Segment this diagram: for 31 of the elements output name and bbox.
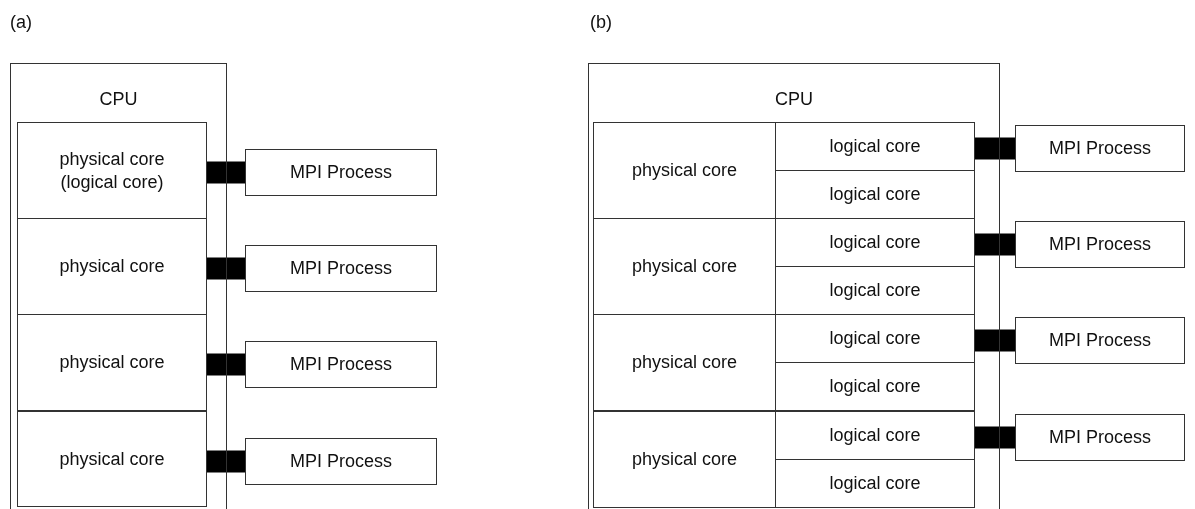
core-cell: logical core <box>775 459 975 508</box>
connector-bar <box>975 329 1015 352</box>
connector-bar <box>975 233 1015 256</box>
connector-bar <box>975 426 1015 449</box>
connector-bar <box>207 450 245 473</box>
connector-bar <box>975 137 1015 160</box>
core-cell: logical core <box>775 411 975 460</box>
core-cell: physical core <box>593 411 776 508</box>
process-box: MPI Process <box>1015 125 1185 172</box>
cpu-frame: CPU physical core logical core logical core physical core logical core logical core physical core logical core logical core physical core logical core logical core <box>588 63 1000 509</box>
connector-bar <box>207 161 245 184</box>
core-cell: logical core <box>775 362 975 411</box>
process-box: MPI Process <box>1015 221 1185 268</box>
process-box: MPI Process <box>245 438 437 485</box>
process-box: MPI Process <box>245 245 437 292</box>
connector-bar <box>207 353 245 376</box>
process-box: MPI Process <box>245 341 437 388</box>
core-cell: physical core (logical core) <box>17 122 207 219</box>
core-cell: physical core <box>593 314 776 411</box>
cpu-frame: CPU physical core (logical core) physical core physical core physical core <box>10 63 227 509</box>
process-box: MPI Process <box>1015 317 1185 364</box>
core-cell: physical core <box>17 314 207 411</box>
core-cell: physical core <box>17 218 207 315</box>
connector-bar <box>207 257 245 280</box>
panel-label: (a) <box>10 12 32 33</box>
core-cell: physical core <box>593 122 776 219</box>
process-box: MPI Process <box>1015 414 1185 461</box>
panel-label: (b) <box>590 12 612 33</box>
process-box: MPI Process <box>245 149 437 196</box>
core-cell: physical core <box>17 411 207 507</box>
core-cell: logical core <box>775 122 975 171</box>
